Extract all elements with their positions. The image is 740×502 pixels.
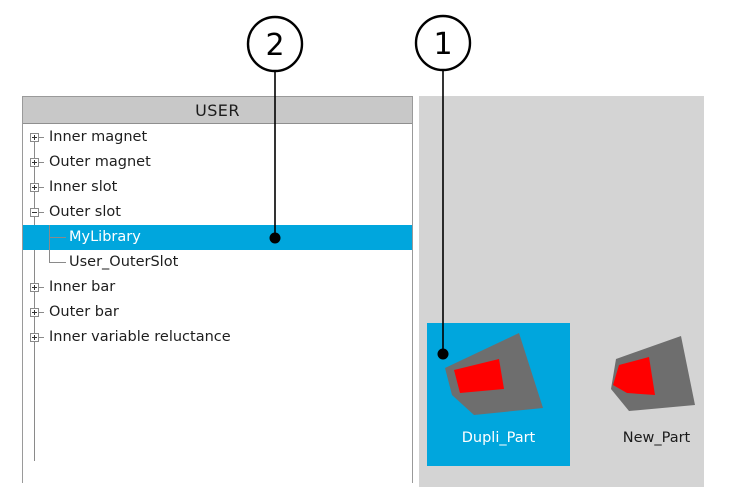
expand-plus-icon[interactable] — [30, 308, 39, 317]
tree-item-label: Inner slot — [49, 179, 118, 195]
tree-item[interactable]: User_OuterSlot — [23, 250, 412, 275]
tree-item-label: Outer bar — [49, 304, 119, 320]
tree-item[interactable]: Outer slot — [23, 200, 412, 225]
tree-item[interactable]: Inner variable reluctance — [23, 325, 412, 350]
tree-item[interactable]: Inner bar — [23, 275, 412, 300]
tree-item-label: Outer magnet — [49, 154, 151, 170]
tree-connector — [39, 337, 44, 338]
tree-item-label: MyLibrary — [69, 229, 141, 245]
tree-item[interactable]: Inner slot — [23, 175, 412, 200]
tree-connector — [39, 187, 44, 188]
tree-item[interactable]: Inner magnet — [23, 125, 412, 150]
part-tile-new[interactable]: New_Part — [585, 323, 728, 466]
tree-item-label: User_OuterSlot — [69, 254, 179, 270]
expand-plus-icon[interactable] — [30, 183, 39, 192]
expand-plus-icon[interactable] — [30, 133, 39, 142]
tree-connector — [49, 237, 66, 238]
expand-minus-icon[interactable] — [30, 208, 39, 217]
callout-number: 1 — [433, 27, 452, 62]
part-tile-label: New_Part — [622, 430, 691, 446]
expand-plus-icon[interactable] — [30, 333, 39, 342]
slot-part-icon — [611, 336, 695, 411]
tree-connector — [49, 262, 66, 263]
tree-connector — [39, 162, 44, 163]
tree-item[interactable]: Outer bar — [23, 300, 412, 325]
tree-item[interactable]: MyLibrary — [23, 225, 412, 250]
part-tile-label: Dupli_Part — [461, 430, 536, 446]
tree-item-label: Outer slot — [49, 204, 121, 220]
tree-connector — [49, 250, 50, 263]
tree-item-label: Inner bar — [49, 279, 116, 295]
tree-item[interactable]: Outer magnet — [23, 150, 412, 175]
part-tile-dupli[interactable]: Dupli_Part — [427, 323, 570, 466]
part-gallery-panel: Dupli_Part New_Part — [419, 96, 704, 487]
tree-trunk-line — [34, 137, 35, 461]
slot-part-icon — [445, 333, 543, 415]
tree-item-label: Inner magnet — [49, 129, 148, 145]
expand-plus-icon[interactable] — [30, 158, 39, 167]
tree-connector — [39, 212, 44, 213]
tree-item-label: Inner variable reluctance — [49, 329, 231, 345]
callout-number: 2 — [265, 28, 284, 63]
tree-connector — [39, 312, 44, 313]
tree-header-title: USER — [23, 97, 412, 124]
expand-plus-icon[interactable] — [30, 283, 39, 292]
part-thumbnail-dupli — [427, 323, 570, 428]
tree-connector — [39, 137, 44, 138]
tree-connector — [39, 287, 44, 288]
part-thumbnail-new — [585, 323, 728, 428]
